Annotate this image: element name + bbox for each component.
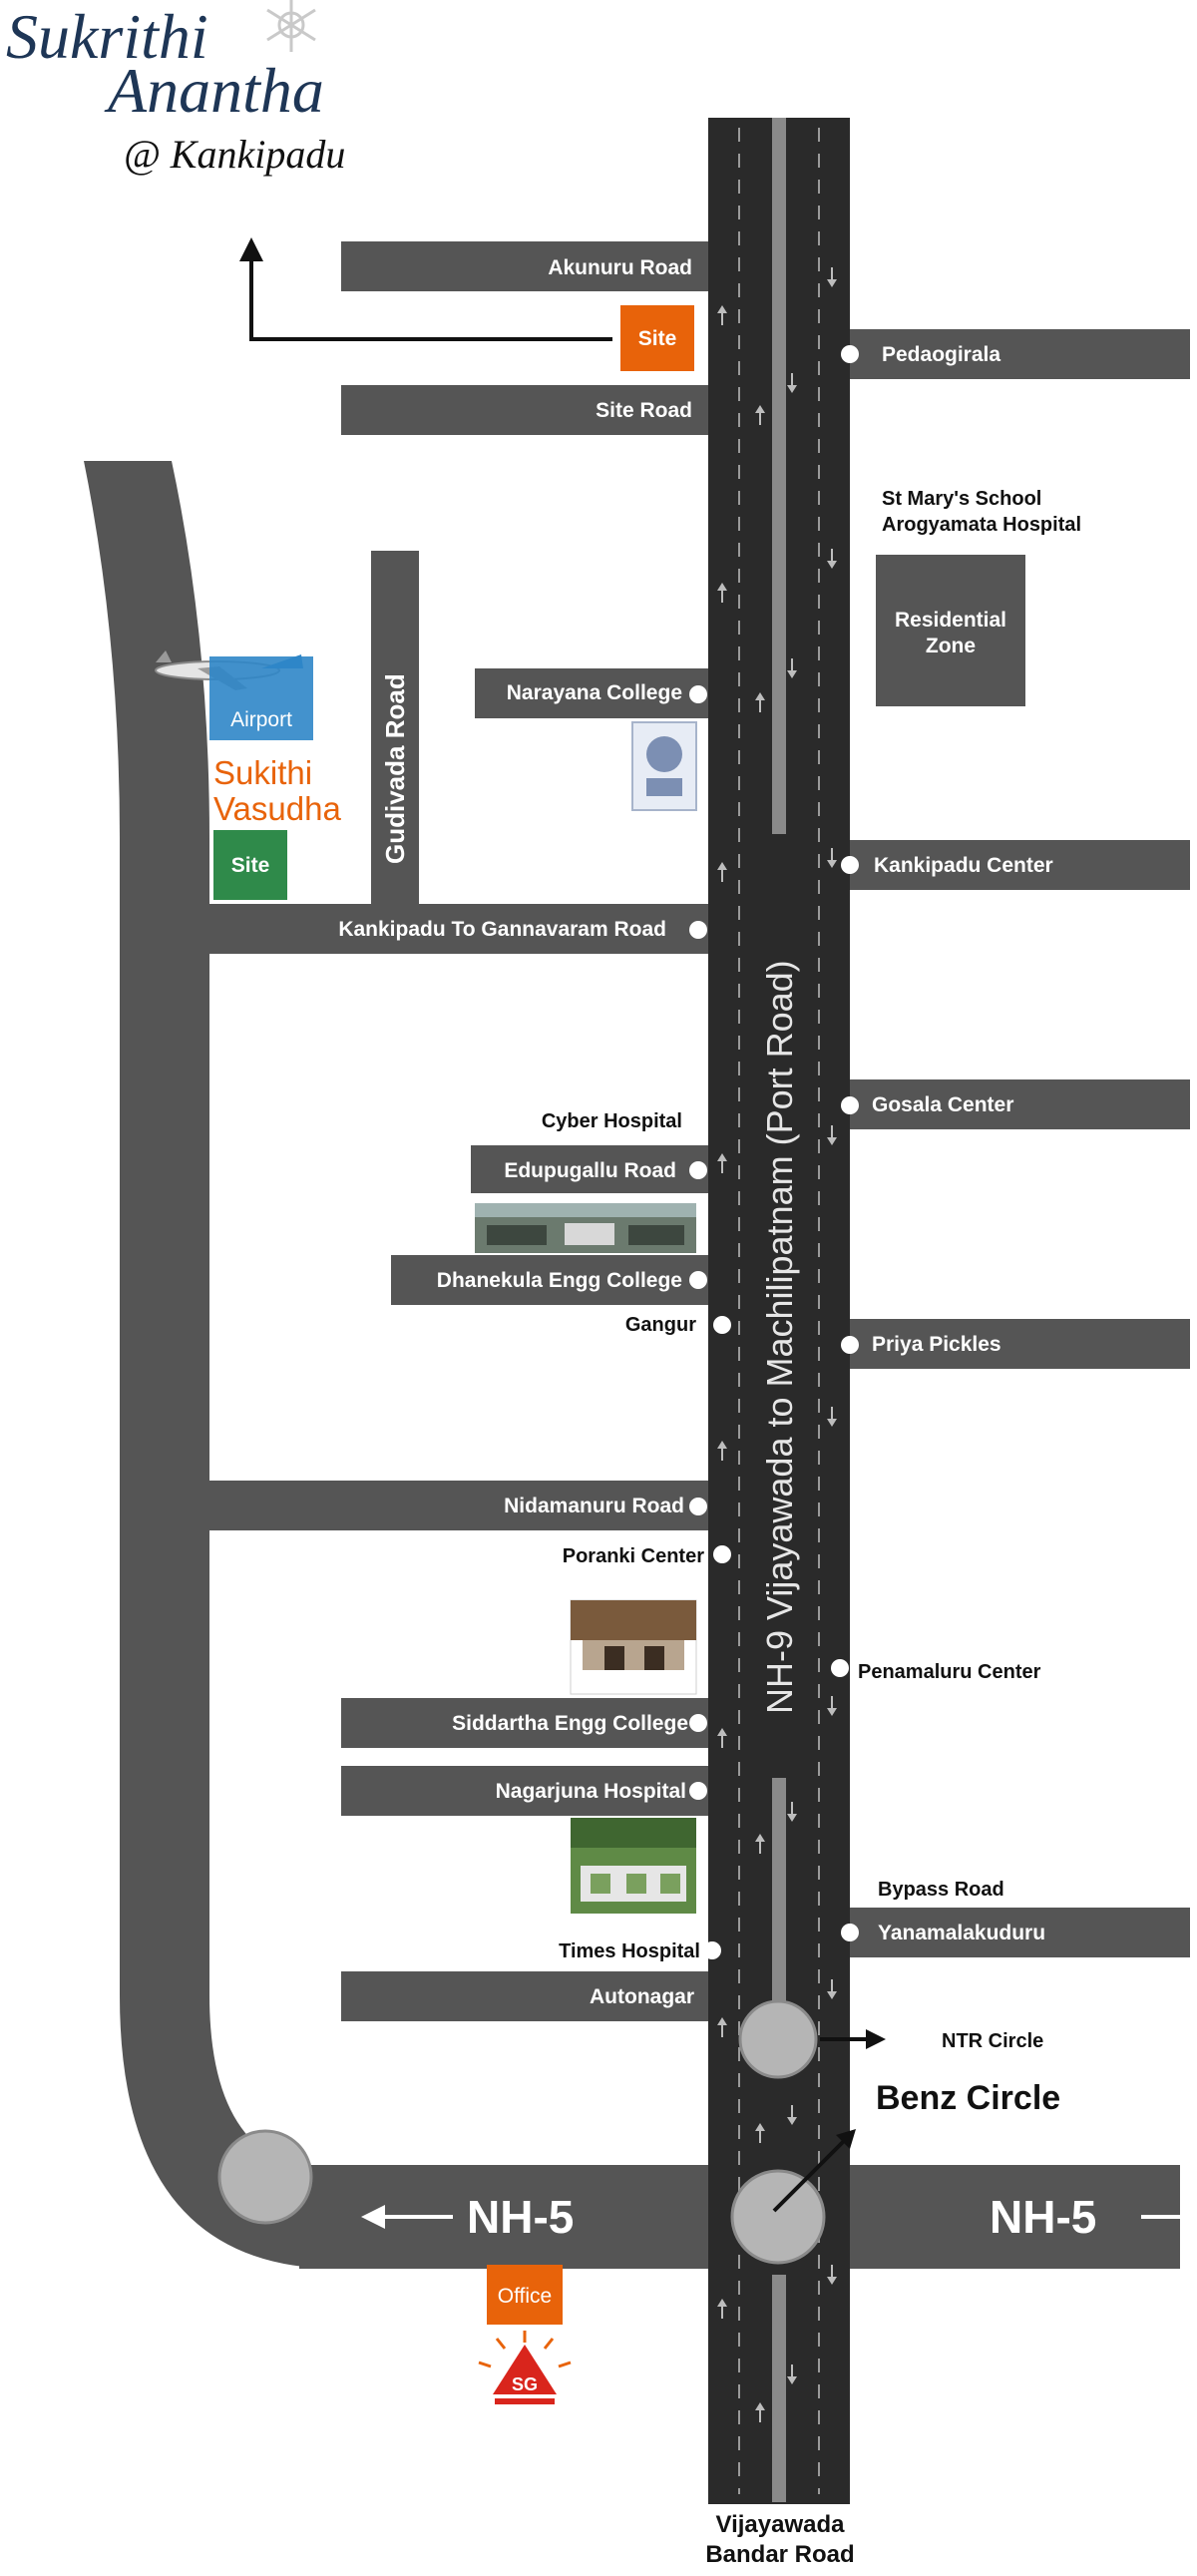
- nh5-road-right: [848, 2165, 1180, 2269]
- pedaogirala-label: Pedaogirala: [882, 343, 1000, 366]
- marker-dots: [689, 345, 859, 1959]
- autonagar-label: Autonagar: [590, 1985, 694, 2008]
- edupugallu-road-label: Edupugallu Road: [504, 1159, 676, 1182]
- nh9-highway: [708, 118, 850, 2504]
- gangur-label: Gangur: [625, 1314, 696, 1336]
- site-road-label: Site Road: [596, 399, 692, 422]
- ntr-circle-label: NTR Circle: [942, 2030, 1043, 2052]
- gudivada-road-label: Gudivada Road: [380, 673, 410, 864]
- residential-zone-label-2: Zone: [926, 635, 976, 657]
- left-marker-labels: Cyber Hospital Gangur Poranki Center Tim…: [542, 1110, 704, 1962]
- dhanekula-college-label: Dhanekula Engg College: [437, 1269, 682, 1292]
- vasudha-site-label: Site: [231, 854, 270, 877]
- bypass-road-label: Bypass Road: [878, 1879, 1004, 1901]
- ntr-pointer-arrow: [820, 2029, 886, 2049]
- left-road-labels: Akunuru Road Site Road Narayana College …: [338, 256, 694, 2008]
- curved-left-road: [84, 461, 339, 2269]
- nh5-left-label: NH-5: [467, 2191, 574, 2243]
- college-photo-2: [570, 1599, 697, 1695]
- vasudha-line2: Vasudha: [213, 790, 341, 827]
- narayana-logo-image: [631, 721, 697, 811]
- airport-tag-label: Airport: [230, 708, 292, 731]
- kankipadu-center-label: Kankipadu Center: [874, 854, 1053, 877]
- site-direction-arrow: [239, 237, 612, 341]
- nh5-left-sign: NH-5: [361, 2191, 574, 2243]
- priya-pickles-label: Priya Pickles: [872, 1333, 1001, 1356]
- hospital-photo: [571, 1818, 696, 1914]
- snowflake-icon: [266, 0, 316, 52]
- left-roads: [209, 241, 718, 2021]
- benz-roundabout: [730, 2169, 826, 2265]
- logo-line3: @ Kankipadu: [124, 132, 345, 177]
- benz-circle-label: Benz Circle: [876, 2079, 1060, 2117]
- nh9-road-label: NH-9 Vijayawada to Machilipatnam (Port R…: [759, 960, 800, 1714]
- right-road-labels: Pedaogirala Kankipadu Center Gosala Cent…: [872, 343, 1053, 1944]
- arogyamata-label: Arogyamata Hospital: [882, 514, 1081, 536]
- bottom-label-2: Bandar Road: [705, 2541, 854, 2568]
- siddartha-college-label: Siddartha Engg College: [452, 1712, 688, 1735]
- poranki-center-label: Poranki Center: [563, 1545, 704, 1567]
- site-tag-top-label: Site: [638, 327, 677, 350]
- residential-zone-block: [876, 555, 1025, 706]
- gosala-center-label: Gosala Center: [872, 1093, 1013, 1116]
- nh5-right-label: NH-5: [990, 2191, 1096, 2243]
- cyber-hospital-label: Cyber Hospital: [542, 1110, 682, 1132]
- residential-zone-label-1: Residential: [895, 609, 1006, 632]
- nagarjuna-hospital-label: Nagarjuna Hospital: [496, 1780, 686, 1803]
- st-marys-label: St Mary's School: [882, 488, 1041, 510]
- site-tag-top: [620, 305, 694, 371]
- college-photo-1: [475, 1203, 696, 1253]
- sg-logo: SG: [478, 2331, 572, 2404]
- right-roads: [848, 329, 1190, 1957]
- times-hospital-label: Times Hospital: [559, 1940, 700, 1962]
- office-tag-label: Office: [498, 2285, 552, 2308]
- nidamanuru-road-label: Nidamanuru Road: [504, 1495, 684, 1517]
- airport-tag: [209, 656, 313, 740]
- sg-logo-text: SG: [512, 2374, 538, 2394]
- narayana-college-label: Narayana College: [507, 681, 682, 704]
- akunuru-road-label: Akunuru Road: [548, 256, 692, 279]
- ntr-roundabout: [738, 1999, 818, 2079]
- left-roundabout: [217, 2129, 313, 2225]
- bottom-label-1: Vijayawada: [716, 2511, 846, 2538]
- vasudha-site-tag: [213, 830, 287, 900]
- logo-line2: Anantha: [104, 55, 324, 126]
- logo: Sukrithi Anantha @ Kankipadu: [6, 0, 345, 177]
- vasudha-line1: Sukithi: [213, 754, 312, 791]
- yanamalakuduru-label: Yanamalakuduru: [878, 1922, 1045, 1944]
- benz-pointer-arrow: [772, 2129, 856, 2213]
- office-tag: [487, 2265, 563, 2325]
- logo-line1: Sukrithi: [6, 1, 208, 72]
- penamaluru-center-label: Penamaluru Center: [858, 1661, 1041, 1683]
- right-marker-labels: St Mary's School Arogyamata Hospital Res…: [858, 488, 1081, 2117]
- kankipadu-gannavaram-road-label: Kankipadu To Gannavaram Road: [338, 918, 666, 941]
- nh5-right-sign: NH-5: [990, 2191, 1181, 2243]
